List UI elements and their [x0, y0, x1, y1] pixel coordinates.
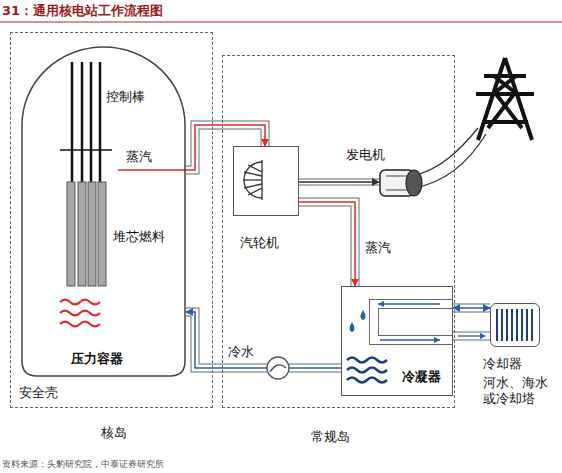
- turbine-fan: [243, 160, 262, 200]
- region-label: 安全壳: [19, 385, 58, 401]
- transmission-tower: [476, 58, 534, 140]
- steam-inner-line: [118, 170, 186, 171]
- pipe-connector: [186, 125, 265, 170]
- pipe-casing: [186, 312, 341, 368]
- condenser-box: 冷凝器: [341, 286, 453, 396]
- flow-line: [186, 125, 265, 170]
- flow-line: [299, 202, 355, 286]
- cooler-note: 河水、海水 或冷却塔: [483, 375, 549, 406]
- area-label: 常规岛: [311, 429, 350, 445]
- pipe-bore: [453, 305, 490, 312]
- heat-waves: [60, 300, 100, 327]
- fuel-rods: [67, 182, 106, 286]
- pipe-connector: [299, 202, 355, 286]
- conventional-island-region: 常规岛汽轮机发电机冷凝器: [222, 55, 455, 408]
- flow-line: [453, 307, 490, 309]
- return-pipe: [452, 333, 490, 339]
- pump: [267, 357, 289, 379]
- flow-label: 蒸汽: [363, 240, 393, 256]
- power-line: [412, 128, 486, 188]
- flow-label: 蒸汽: [124, 149, 154, 165]
- flow-label: 冷水: [226, 344, 256, 360]
- containment-region: 安全壳核岛压力容器: [10, 32, 213, 408]
- pipe-connector: [453, 308, 490, 309]
- source-caption: 资料来源：头豹研究院，中泰证券研究所: [2, 459, 164, 470]
- pipe-bore: [299, 202, 355, 286]
- part-label: 控制棒: [106, 89, 145, 105]
- vessel-label: 压力容器: [71, 351, 123, 367]
- vessel-shape: [22, 47, 185, 376]
- part-label: 堆芯燃料: [113, 229, 165, 245]
- title-rule: [0, 21, 562, 22]
- cooler-label: 冷却器: [483, 356, 522, 372]
- pipe-casing: [299, 202, 355, 286]
- vessel-outline: [21, 45, 186, 377]
- radiator: [497, 309, 532, 341]
- pipe-connector: [299, 182, 379, 183]
- generator-icon: [380, 170, 422, 196]
- flow-line: [186, 312, 341, 368]
- control-rods: [60, 62, 112, 182]
- generator-label: 发电机: [346, 147, 385, 163]
- pipe-connector: [186, 312, 341, 368]
- condenser-label: 冷凝器: [402, 369, 441, 385]
- pipe-casing: [186, 125, 265, 170]
- pipe-bore: [299, 180, 379, 185]
- generator: 发电机: [379, 169, 421, 199]
- pipe-casing: [299, 179, 379, 186]
- turbine-label: 汽轮机: [240, 235, 279, 251]
- cooler-box: 冷却器河水、海水 或冷却塔: [490, 303, 540, 347]
- figure-title: 31：通用核电站工作流程图: [2, 3, 163, 19]
- flow-line: [299, 181, 379, 183]
- pressure-vessel: 压力容器: [21, 45, 186, 377]
- area-label: 核岛: [101, 425, 127, 441]
- pipe-casing: [453, 304, 490, 313]
- turbine-box: 汽轮机: [233, 146, 299, 216]
- pipe-bore: [186, 312, 341, 368]
- pipe-bore: [186, 125, 265, 170]
